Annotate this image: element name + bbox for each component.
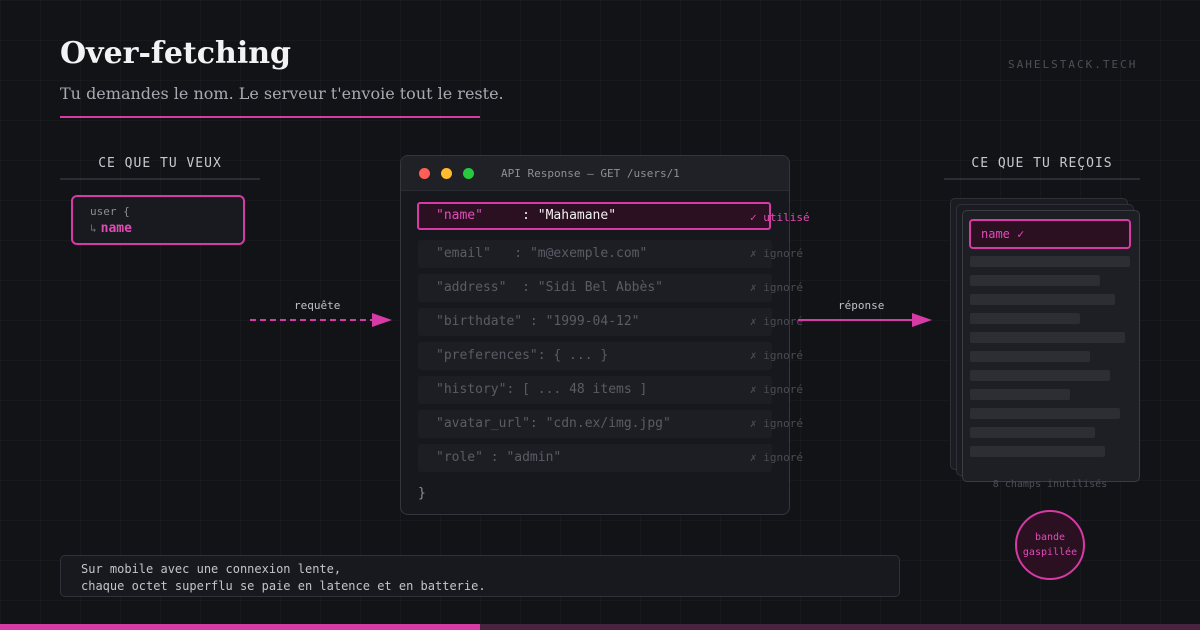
field-status-ignored: ✗ ignoré	[750, 383, 803, 396]
window-maximize-dot[interactable]	[463, 168, 474, 179]
field-birthdate: "birthdate" : "1999-04-12"	[418, 308, 772, 336]
field-value: "m@exemple.com"	[529, 246, 648, 261]
wasted-bandwidth-badge: bande gaspillée	[1015, 510, 1085, 580]
unused-field-bar	[970, 408, 1120, 419]
field-key: "birthdate"	[436, 314, 523, 329]
bottom-accent-bar	[0, 624, 480, 630]
unused-field-bar	[970, 313, 1080, 324]
left-heading: CE QUE TU VEUX	[60, 156, 260, 180]
unused-field-bar	[970, 351, 1090, 362]
brand-label: SAHELSTACK.TECH	[1008, 58, 1138, 71]
unused-field-bar	[970, 332, 1125, 343]
field-status-used: ✓ utilisé	[750, 211, 810, 224]
field-key: "role"	[436, 450, 483, 465]
field-sep: :	[537, 348, 554, 363]
request-arrow-head	[372, 313, 392, 327]
unused-field-bar	[970, 370, 1110, 381]
field-avatar-url: "avatar_url": "cdn.ex/img.jpg"	[418, 410, 772, 438]
field-email: "email" : "m@exemple.com"	[418, 240, 772, 268]
window-title: API Response — GET /users/1	[501, 167, 680, 180]
response-label: réponse	[838, 299, 885, 312]
field-value: "Sidi Bel Abbès"	[537, 280, 663, 295]
field-sep: :	[506, 382, 523, 397]
unused-field-bar	[970, 446, 1105, 457]
note-line: Sur mobile avec une connexion lente,	[81, 562, 342, 576]
field-key: "preferences"	[436, 348, 538, 363]
response-stack-front	[962, 210, 1140, 482]
request-label: requête	[294, 299, 341, 312]
field-status-ignored: ✗ ignoré	[750, 349, 803, 362]
note-line: chaque octet superflu se paie en latence…	[81, 579, 486, 593]
response-arrow	[798, 313, 932, 327]
field-status-ignored: ✗ ignoré	[750, 247, 803, 260]
field-sep: :	[529, 416, 546, 431]
field-status-ignored: ✗ ignoré	[750, 451, 803, 464]
query-line-name: ↳name	[90, 221, 243, 236]
field-key: "name"	[436, 208, 483, 223]
field-history: "history": [ ... 48 items ]	[418, 376, 772, 404]
response-arrow-head	[912, 313, 932, 327]
query-field-name: name	[100, 221, 132, 236]
mobile-note: Sur mobile avec une connexion lente, cha…	[60, 555, 900, 597]
query-hook: ↳	[90, 222, 97, 235]
field-address: "address" : "Sidi Bel Abbès"	[418, 274, 772, 302]
field-value: "cdn.ex/img.jpg"	[545, 416, 671, 431]
closing-brace: }	[418, 486, 426, 501]
unused-field-bar	[970, 389, 1070, 400]
unused-field-bar	[970, 427, 1095, 438]
window-titlebar: API Response — GET /users/1	[401, 156, 789, 191]
badge-line: bande	[1034, 532, 1066, 543]
unused-field-bar	[970, 275, 1100, 286]
window-minimize-dot[interactable]	[441, 168, 452, 179]
field-value: { ... }	[553, 348, 609, 363]
field-sep: :	[490, 246, 530, 261]
field-key: "address"	[436, 280, 507, 295]
query-line-user: user {	[90, 205, 130, 218]
field-sep: :	[482, 208, 538, 223]
field-status-ignored: ✗ ignoré	[750, 417, 803, 430]
field-value: [ ... 48 items ]	[522, 382, 648, 397]
field-role: "role" : "admin"	[418, 444, 772, 472]
unused-field-bar	[970, 256, 1130, 267]
field-key: "email"	[436, 246, 491, 261]
field-value: "1999-04-12"	[545, 314, 640, 329]
field-name: "name" : "Mahamane"	[417, 202, 771, 230]
right-heading: CE QUE TU REÇOIS	[944, 156, 1140, 180]
unused-fields-caption: 8 champs inutilisés	[992, 479, 1108, 490]
badge-line: gaspillée	[1022, 547, 1078, 558]
query-box: user { ↳name	[71, 195, 245, 245]
field-sep: :	[506, 280, 538, 295]
field-key: "history"	[436, 382, 507, 397]
field-sep: :	[522, 314, 546, 329]
page-title: Over-fetching	[60, 36, 292, 71]
title-underline	[60, 116, 480, 118]
page-subtitle: Tu demandes le nom. Le serveur t'envoie …	[60, 84, 504, 103]
field-preferences: "preferences": { ... }	[418, 342, 772, 370]
field-status-ignored: ✗ ignoré	[750, 281, 803, 294]
field-key: "avatar_url"	[436, 416, 530, 431]
field-value: "Mahamane"	[537, 208, 617, 223]
received-name-pill: name ✓	[969, 219, 1131, 249]
field-status-ignored: ✗ ignoré	[750, 315, 803, 328]
field-value: "admin"	[506, 450, 562, 465]
request-arrow	[250, 313, 392, 327]
bottom-track-bar	[480, 624, 1200, 630]
window-close-dot[interactable]	[419, 168, 430, 179]
unused-field-bar	[970, 294, 1115, 305]
field-sep: :	[482, 450, 507, 465]
